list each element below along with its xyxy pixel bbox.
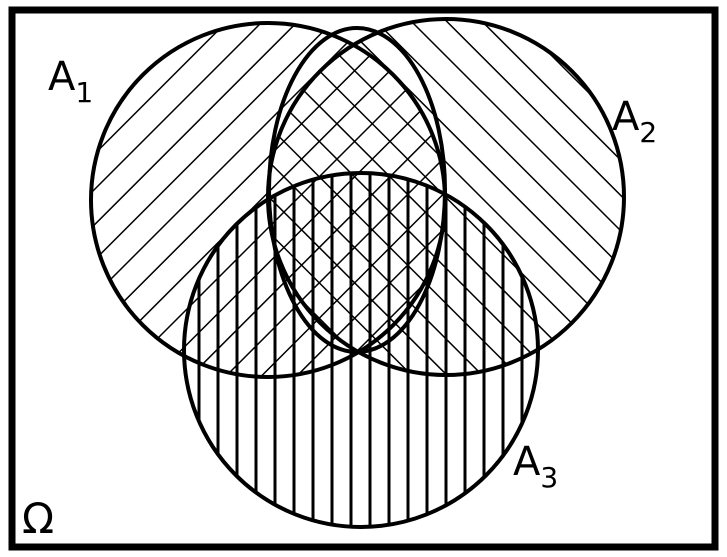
- label-a3: A3: [513, 439, 558, 494]
- inner-intersection-outline: [267, 26, 447, 354]
- label-a3-subscript: 3: [540, 461, 558, 494]
- label-a2-letter: A: [612, 94, 640, 140]
- set-a3-circle: [182, 171, 540, 529]
- label-a1-letter: A: [48, 54, 76, 100]
- label-a3-letter: A: [513, 439, 541, 485]
- label-a1: A1: [48, 54, 93, 109]
- label-a2: A2: [612, 94, 657, 149]
- label-a2-subscript: 2: [639, 116, 657, 149]
- universe-label: Ω: [22, 494, 54, 543]
- label-a1-subscript: 1: [75, 76, 93, 109]
